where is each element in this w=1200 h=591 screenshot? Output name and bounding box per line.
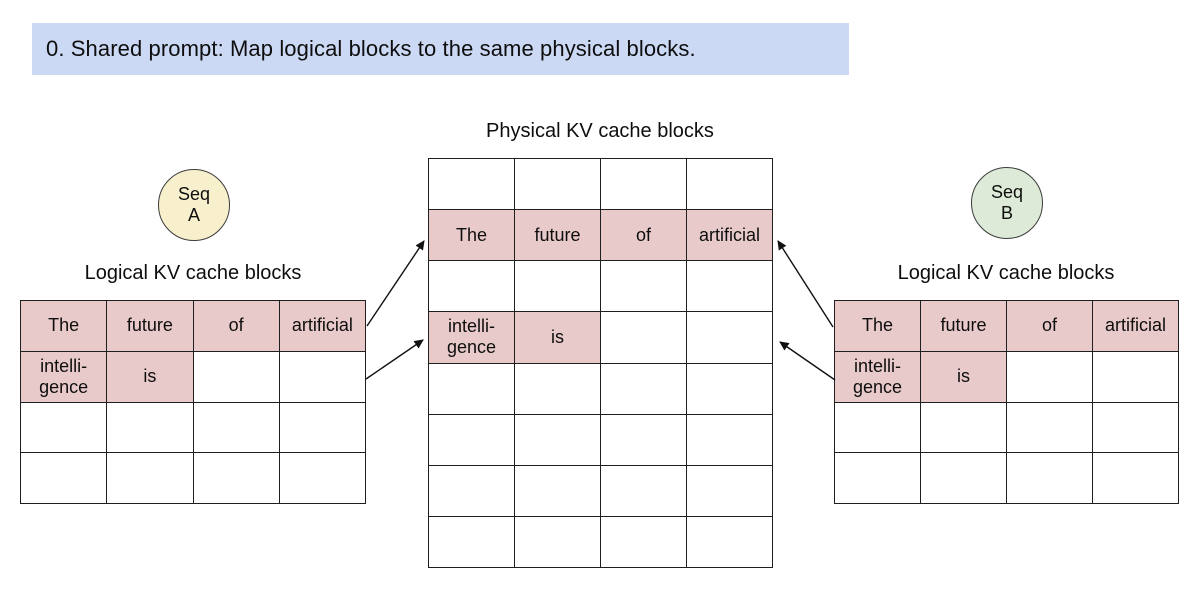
kv-cell-empty: [429, 516, 515, 568]
kv-cell-empty: [279, 402, 366, 454]
kv-cell-empty: [515, 465, 601, 517]
kv-cell-empty: [429, 363, 515, 415]
kv-cell-empty: [687, 465, 773, 517]
kv-cell-empty: [835, 402, 921, 454]
seq-a-badge-label: Seq A: [177, 184, 211, 225]
kv-cell-empty: [279, 453, 366, 504]
kv-cell-token: intelli- gence: [835, 351, 921, 403]
kv-cell-empty: [193, 351, 280, 403]
kv-cell-empty: [1007, 402, 1093, 454]
kv-cell-empty: [279, 351, 366, 403]
physical-table-title: Physical KV cache blocks: [486, 120, 714, 142]
kv-cell-empty: [921, 402, 1007, 454]
kv-cell-empty: [515, 159, 601, 211]
kv-cell-token: is: [921, 351, 1007, 403]
kv-cell-empty: [601, 261, 687, 313]
kv-cell-token: The: [835, 301, 921, 352]
kv-cell-token: is: [515, 312, 601, 364]
kv-cell-empty: [687, 159, 773, 211]
kv-cell-empty: [193, 402, 280, 454]
kv-cell-empty: [515, 414, 601, 466]
kv-cell-token: artificial: [687, 210, 773, 262]
kv-cell-empty: [1093, 453, 1179, 504]
kv-cell-token: future: [921, 301, 1007, 352]
kv-cell-token: of: [193, 301, 280, 352]
kv-cell-token: intelli- gence: [429, 312, 515, 364]
kv-cell-empty: [515, 363, 601, 415]
kv-cell-empty: [687, 414, 773, 466]
kv-cell-empty: [515, 261, 601, 313]
seq-b-badge-label: Seq B: [990, 182, 1024, 223]
kv-cell-empty: [601, 516, 687, 568]
kv-cell-empty: [107, 453, 194, 504]
seq-b-logical-table-title: Logical KV cache blocks: [897, 262, 1115, 284]
kv-cell-token: future: [515, 210, 601, 262]
kv-cell-empty: [429, 465, 515, 517]
kv-cell-empty: [1093, 402, 1179, 454]
kv-cell-token: future: [107, 301, 194, 352]
kv-cell-token: artificial: [279, 301, 366, 352]
kv-cell-token: of: [601, 210, 687, 262]
kv-cell-empty: [601, 363, 687, 415]
kv-cell-empty: [107, 402, 194, 454]
arrow-seq-b-block-0-to-physical: [777, 240, 834, 328]
arrow-seq-a-block-1-to-physical: [365, 339, 424, 380]
kv-cell-empty: [21, 402, 108, 454]
kv-cell-empty: [835, 453, 921, 504]
kv-cell-empty: [601, 465, 687, 517]
kv-cell-empty: [429, 261, 515, 313]
kv-cell-token: intelli- gence: [21, 351, 108, 403]
seq-b-badge: Seq B: [971, 167, 1043, 239]
title-banner-text: 0. Shared prompt: Map logical blocks to …: [46, 36, 696, 61]
kv-cell-empty: [515, 516, 601, 568]
kv-cell-empty: [21, 453, 108, 504]
kv-cell-token: is: [107, 351, 194, 403]
kv-cell-token: artificial: [1093, 301, 1179, 352]
kv-cell-token: The: [429, 210, 515, 262]
kv-cell-empty: [1007, 351, 1093, 403]
kv-cell-empty: [193, 453, 280, 504]
seq-a-badge: Seq A: [158, 169, 230, 241]
kv-cell-empty: [921, 453, 1007, 504]
kv-cell-token: of: [1007, 301, 1093, 352]
seq-a-logical-table-title: Logical KV cache blocks: [84, 262, 302, 284]
title-banner: 0. Shared prompt: Map logical blocks to …: [32, 23, 849, 75]
kv-cell-empty: [429, 414, 515, 466]
kv-cell-empty: [601, 159, 687, 211]
kv-cell-empty: [601, 414, 687, 466]
kv-cell-empty: [1007, 453, 1093, 504]
kv-cell-empty: [601, 312, 687, 364]
kv-cell-token: The: [21, 301, 108, 352]
kv-cell-empty: [687, 363, 773, 415]
kv-cell-empty: [687, 261, 773, 313]
kv-cell-empty: [687, 312, 773, 364]
arrow-seq-a-block-0-to-physical: [366, 240, 425, 327]
kv-cell-empty: [687, 516, 773, 568]
kv-cell-empty: [1093, 351, 1179, 403]
kv-cell-empty: [429, 159, 515, 211]
arrow-seq-b-block-1-to-physical: [779, 341, 836, 381]
